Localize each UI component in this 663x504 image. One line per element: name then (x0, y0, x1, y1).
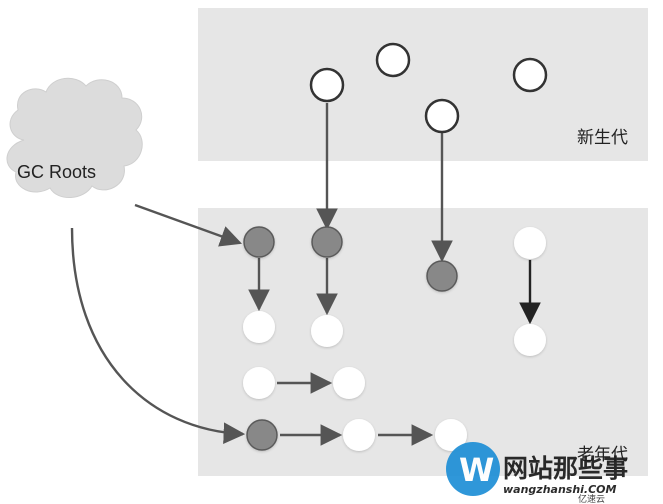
reachable-object-node (243, 226, 275, 258)
young-object-node (375, 42, 411, 78)
gc-roots-label: GC Roots (17, 162, 96, 182)
object-node (311, 315, 343, 347)
young-object-node (512, 57, 548, 93)
object-node (333, 367, 365, 399)
object-node (514, 324, 546, 356)
object-node (343, 419, 375, 451)
object-node (435, 419, 467, 451)
watermark-brand: 网站那些事 (503, 454, 628, 483)
young-object-node (424, 98, 460, 134)
watermark-logo-letter: W (459, 451, 494, 489)
gc-roots-cloud: GC Roots (6, 77, 143, 198)
old-gen-label: 老年代 (577, 445, 628, 465)
reachable-object-node (246, 419, 278, 451)
object-node (243, 367, 275, 399)
watermark-logo-icon (446, 442, 500, 496)
watermark-sub-brand: 亿速云 (578, 493, 605, 504)
object-node (243, 311, 275, 343)
reachable-object-node (426, 260, 458, 292)
object-node (514, 227, 546, 259)
young-object-node (309, 67, 345, 103)
watermark-url: wangzhanshi.COM (503, 483, 617, 496)
young-gen-label: 新生代 (577, 128, 628, 148)
watermark: W 网站那些事 wangzhanshi.COM 亿速云 (446, 442, 628, 504)
arrow-roots-to-node-h (70, 227, 246, 444)
reachable-object-node (311, 226, 343, 258)
young-gen-region (198, 8, 648, 161)
arrow-roots-to-node-a (134, 203, 243, 247)
